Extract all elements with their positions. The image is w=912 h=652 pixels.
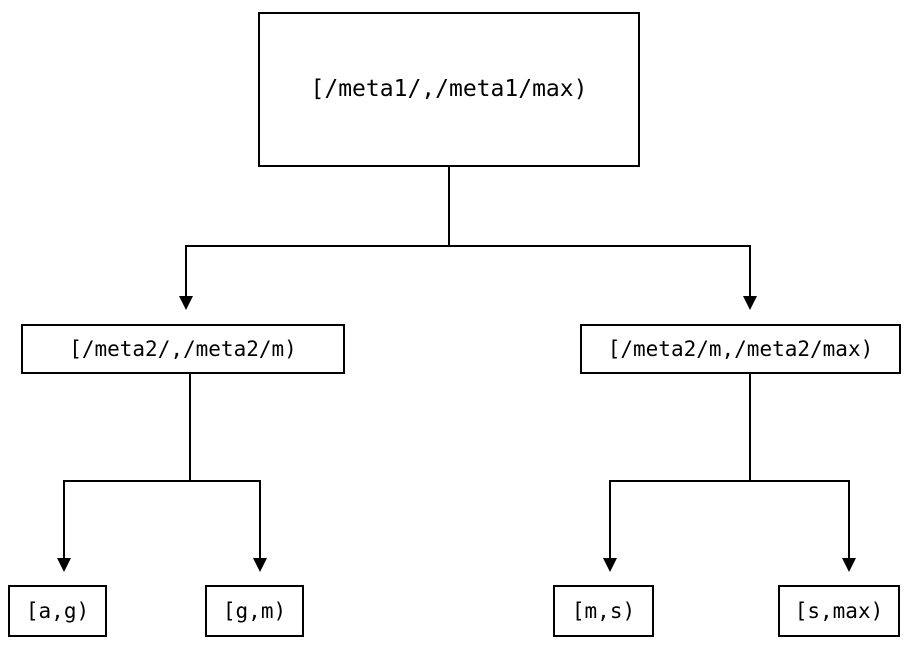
arrowhead-down-icon-root-to-mid-left bbox=[179, 296, 193, 310]
edge-mid-right-to-leaf-ms-drop bbox=[609, 480, 611, 558]
edge-mid-left-to-leaf-ag-drop bbox=[63, 480, 65, 558]
edge-mid-left-to-leaf-gm-drop bbox=[259, 480, 261, 558]
arrowhead-down-icon-mid-right-to-leaf-smax bbox=[842, 558, 856, 572]
node-leaf-a-g-label: [a,g) bbox=[25, 598, 90, 623]
node-mid-right-label: [/meta2/m,/meta2/max) bbox=[607, 336, 874, 361]
node-leaf-a-g[interactable]: [a,g) bbox=[8, 585, 107, 637]
edge-mid-right-trunk bbox=[749, 374, 751, 482]
edge-mid-right-to-leaf-smax-drop bbox=[848, 480, 850, 558]
node-leaf-s-max[interactable]: [s,max) bbox=[778, 585, 900, 637]
node-leaf-m-s[interactable]: [m,s) bbox=[553, 585, 654, 637]
edge-mid-left-trunk bbox=[189, 374, 191, 482]
arrowhead-down-icon-mid-right-to-leaf-ms bbox=[603, 558, 617, 572]
edge-mid-left-branch-bar bbox=[63, 480, 261, 482]
node-leaf-g-m-label: [g,m) bbox=[222, 598, 287, 623]
node-mid-left-interval[interactable]: [/meta2/,/meta2/m) bbox=[21, 324, 345, 374]
edge-root-to-mid-left-drop bbox=[185, 245, 187, 296]
edge-root-to-mid-right-drop bbox=[749, 245, 751, 296]
edge-mid-right-branch-bar bbox=[609, 480, 850, 482]
node-leaf-m-s-label: [m,s) bbox=[571, 598, 636, 623]
edge-root-trunk bbox=[448, 167, 450, 247]
node-mid-right-interval[interactable]: [/meta2/m,/meta2/max) bbox=[580, 324, 901, 374]
node-leaf-s-max-label: [s,max) bbox=[794, 598, 884, 623]
arrowhead-down-icon-mid-left-to-leaf-ag bbox=[57, 558, 71, 572]
node-root-label: [/meta1/,/meta1/max) bbox=[310, 76, 588, 102]
arrowhead-down-icon-mid-left-to-leaf-gm bbox=[253, 558, 267, 572]
node-leaf-g-m[interactable]: [g,m) bbox=[205, 585, 304, 637]
edge-root-branch-bar bbox=[185, 245, 751, 247]
node-root-interval[interactable]: [/meta1/,/meta1/max) bbox=[258, 12, 640, 167]
node-mid-left-label: [/meta2/,/meta2/m) bbox=[69, 336, 297, 361]
arrowhead-down-icon-root-to-mid-right bbox=[743, 296, 757, 310]
